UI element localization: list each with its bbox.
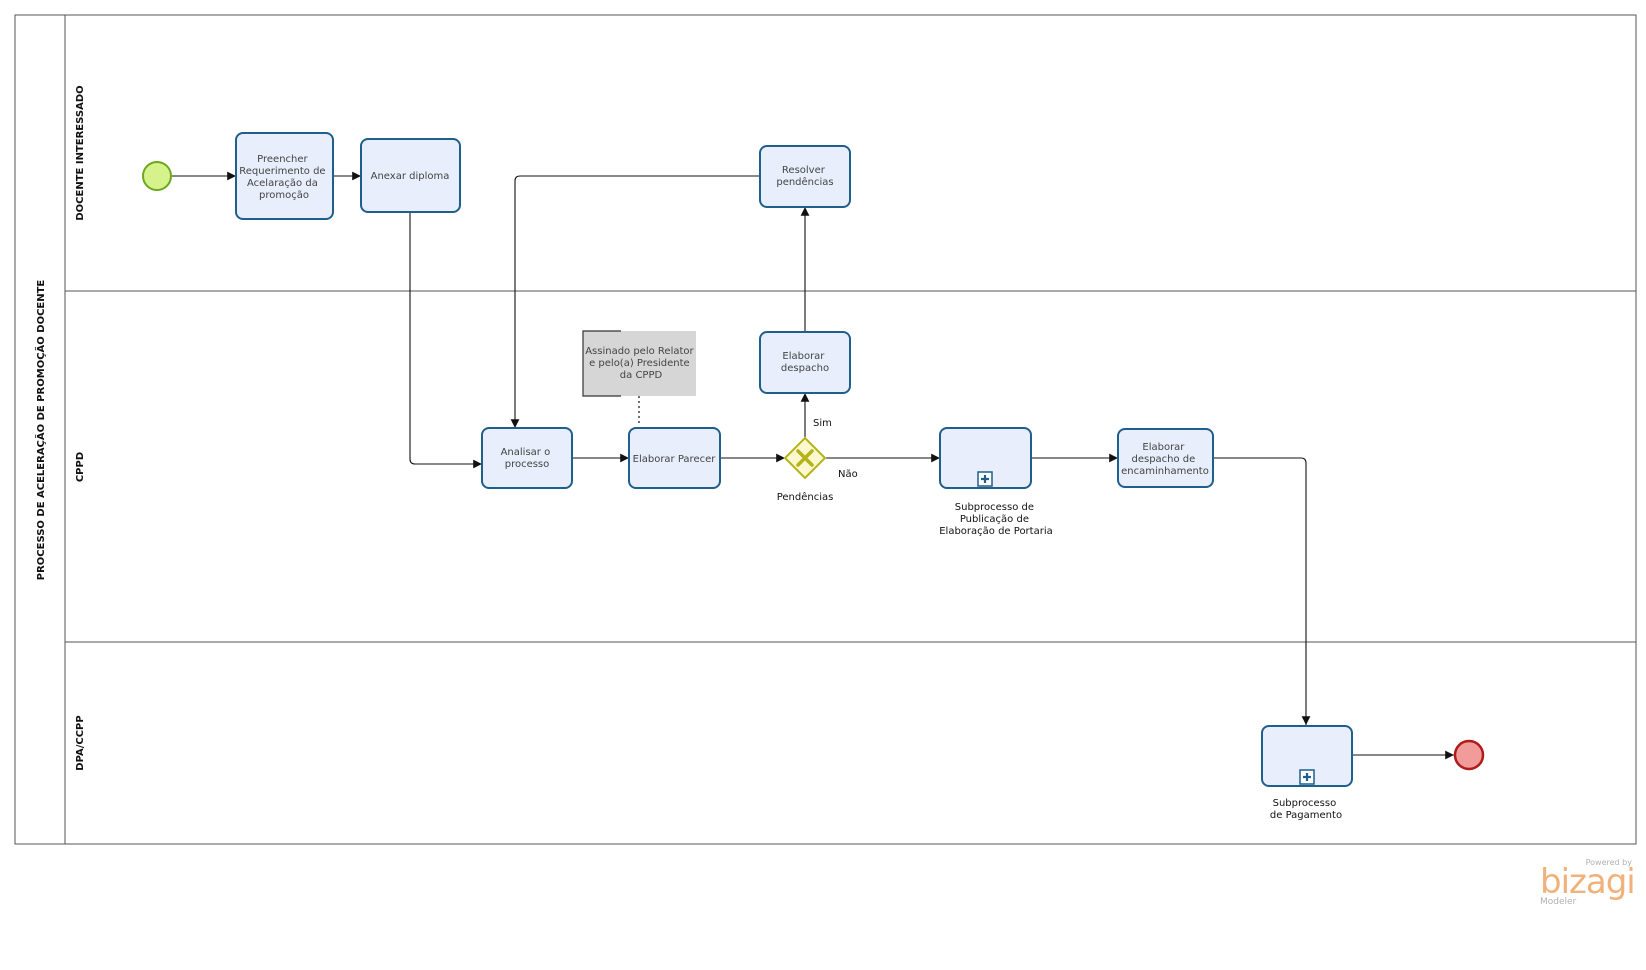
task-resolver-box — [759, 145, 851, 208]
subprocess-publicacao-box — [939, 427, 1032, 489]
flow-resolver-to-analisar[interactable] — [510, 175, 760, 428]
expand-plus-icon-glyph — [981, 475, 989, 483]
task-parecer-label: Elaborar Parecer — [633, 454, 717, 465]
subprocess-publicacao-label: Subprocesso de Publicação de Elaboração … — [939, 502, 1053, 537]
pool-label[interactable]: PROCESSO DE ACELERAÇÃO DE PROMOÇÃO DOCEN… — [34, 280, 47, 581]
watermark-product: Modeler — [1540, 897, 1577, 907]
gateway-pendencias[interactable]: Pendências Sim Não — [777, 418, 858, 503]
task-preencher-box — [235, 132, 334, 220]
task-encaminhamento[interactable]: Elaborar despacho de encaminhamento — [1117, 428, 1214, 488]
flow-anexar-to-analisar[interactable] — [409, 212, 482, 469]
bizagi-watermark: Powered by bizagi Modeler — [1540, 858, 1640, 907]
task-anexar-box — [360, 138, 461, 213]
lane-label-docente[interactable]: DOCENTE INTERESSADO — [75, 85, 86, 220]
task-analisar[interactable]: Analisar o processo — [481, 427, 573, 489]
task-analisar-label: Analisar o processo — [501, 447, 554, 470]
expand-plus-icon-glyph — [1303, 773, 1311, 781]
task-preencher[interactable]: Preencher Requerimento de Acelaração da … — [235, 132, 334, 220]
task-encaminhamento-box — [1117, 428, 1214, 488]
annotation-bracket — [582, 330, 621, 397]
bizagi-logo: bizagi — [1540, 862, 1636, 902]
gateway-yes-label: Sim — [813, 418, 832, 429]
lane-label-dpa[interactable]: DPA/CCPP — [75, 715, 86, 770]
subprocess-pagamento-box — [1261, 725, 1353, 787]
task-parecer[interactable]: Elaborar Parecer — [628, 427, 721, 489]
expand-plus-icon[interactable] — [1299, 769, 1315, 785]
annotation-text: Assinado pelo Relator e pelo(a) Presiden… — [585, 346, 697, 381]
annotation-box — [583, 331, 696, 396]
gateway-x-icon — [796, 449, 814, 467]
text-annotation[interactable]: Assinado pelo Relator e pelo(a) Presiden… — [582, 330, 697, 397]
sequence-flows — [172, 171, 1454, 760]
task-despacho-label: Elaborar despacho — [781, 351, 829, 374]
expand-plus-icon[interactable] — [977, 471, 993, 487]
pool-border — [14, 14, 1637, 845]
subprocess-pagamento[interactable]: Subprocesso de Pagamento — [1261, 725, 1353, 821]
task-despacho-box — [759, 331, 851, 394]
task-despacho[interactable]: Elaborar despacho — [759, 331, 851, 394]
subprocess-pagamento-label: Subprocesso de Pagamento — [1270, 798, 1342, 821]
task-anexar-label: Anexar diploma — [371, 171, 450, 182]
watermark-powered: Powered by — [1585, 858, 1632, 867]
lane-label-cppd[interactable]: CPPD — [75, 452, 86, 482]
task-resolver[interactable]: Resolver pendências — [759, 145, 851, 208]
start-event[interactable] — [142, 161, 172, 191]
task-preencher-label: Preencher Requerimento de Acelaração da … — [239, 154, 329, 201]
task-resolver-label: Resolver pendências — [776, 165, 833, 188]
task-anexar[interactable]: Anexar diploma — [360, 138, 461, 213]
task-parecer-box — [628, 427, 721, 489]
flow-encaminhamento-to-pagamento[interactable] — [1213, 457, 1311, 725]
gateway-no-label: Não — [838, 469, 858, 480]
task-analisar-box — [481, 427, 573, 489]
subprocess-publicacao[interactable]: Subprocesso de Publicação de Elaboração … — [939, 427, 1053, 537]
gateway-label: Pendências — [777, 491, 834, 503]
task-encaminhamento-label: Elaborar despacho de encaminhamento — [1121, 442, 1209, 477]
end-event[interactable] — [1453, 739, 1485, 771]
